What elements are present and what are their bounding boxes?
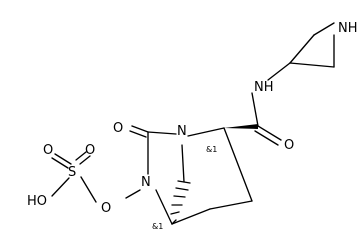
bond-s-o1-1	[51, 157, 69, 169]
atom-s-sulfate: S	[68, 165, 76, 180]
atom-n-bridge: N	[177, 124, 187, 139]
bond-c5-c4	[171, 208, 211, 225]
bond-amide-co-2	[254, 130, 279, 146]
bond-amide-co-1	[257, 125, 282, 141]
bond-olink-s	[80, 176, 97, 203]
bond-nring-c5	[155, 189, 173, 225]
bond-n-c7	[147, 131, 177, 135]
bond-n-c6	[181, 144, 185, 183]
atom-o-link: O	[101, 201, 111, 216]
bond-amide-n-c	[251, 92, 259, 127]
bond-azetidine-amide-n	[267, 62, 291, 81]
atom-o-sulfate-top2: O	[85, 143, 95, 158]
bond-c3-c2	[223, 127, 253, 202]
hashed-wedge-c5-c6	[170, 180, 191, 225]
stereo-label-c5: &1	[152, 222, 163, 231]
bond-azetidine-4	[289, 62, 335, 68]
stereo-label-c2: &1	[206, 145, 217, 154]
wedge-bond-c2	[224, 124, 258, 129]
bond-c4-c3	[209, 200, 253, 210]
bond-s-o2-1	[75, 151, 87, 161]
bond-c2-n	[187, 127, 225, 137]
atom-o-sulfate-top1: O	[43, 143, 53, 158]
bond-c7-o-2	[129, 130, 147, 138]
atom-o-carbonyl: O	[113, 121, 123, 136]
atom-o-amide: O	[284, 138, 294, 153]
bond-azetidine-1	[289, 34, 315, 64]
atom-nh-azetidine: NH	[338, 21, 358, 36]
bond-c7-o-1	[131, 125, 149, 133]
atom-n-ring: N	[141, 175, 151, 190]
atom-oh-sulfate: HO	[27, 194, 47, 209]
bond-azetidine-2	[313, 22, 335, 36]
bond-s-oh	[51, 177, 70, 197]
atom-nh-amide: NH	[254, 80, 274, 95]
bond-nring-olink	[125, 189, 141, 199]
bond-s-o1-2	[54, 153, 72, 165]
bond-s-o2-2	[79, 155, 91, 165]
